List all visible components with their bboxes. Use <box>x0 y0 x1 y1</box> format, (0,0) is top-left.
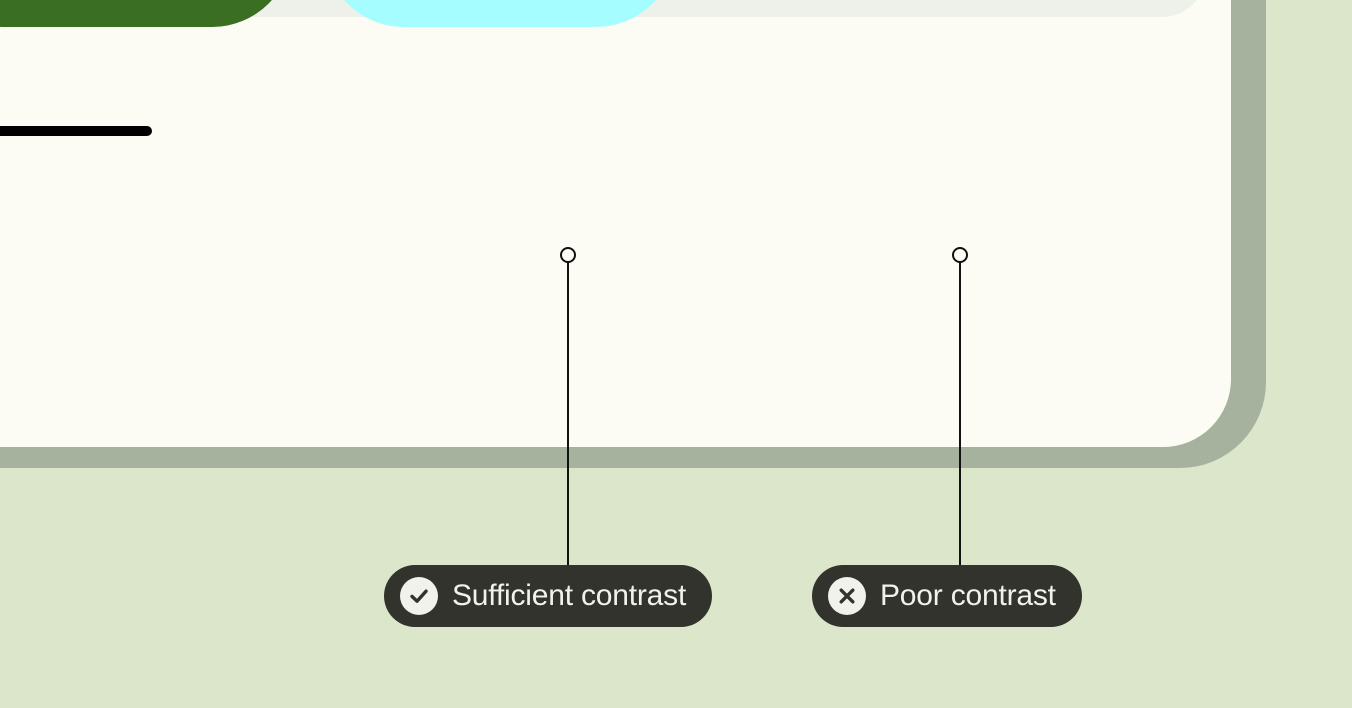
leader-anchor-dot-icon <box>952 247 968 263</box>
annotation-chip-label: Sufficient contrast <box>452 579 687 612</box>
annotation-chip-sufficient-contrast: Sufficient contrast <box>384 565 713 627</box>
phone-screen: a request. Accept Ignore <box>0 0 1231 447</box>
leader-stem <box>959 262 961 586</box>
phone-device-frame: a request. Accept Ignore <box>0 0 1266 468</box>
accept-button[interactable]: Accept <box>0 0 292 27</box>
check-circle-icon <box>400 577 438 615</box>
annotation-chip-label: Poor contrast <box>880 579 1056 612</box>
ignore-button[interactable]: Ignore <box>324 0 676 27</box>
leader-anchor-dot-icon <box>560 247 576 263</box>
leader-stem <box>567 262 569 586</box>
x-circle-icon <box>828 577 866 615</box>
home-indicator[interactable] <box>0 126 152 136</box>
annotation-chip-poor-contrast: Poor contrast <box>812 565 1082 627</box>
card-action-request: a request. Accept Ignore <box>0 0 1206 27</box>
